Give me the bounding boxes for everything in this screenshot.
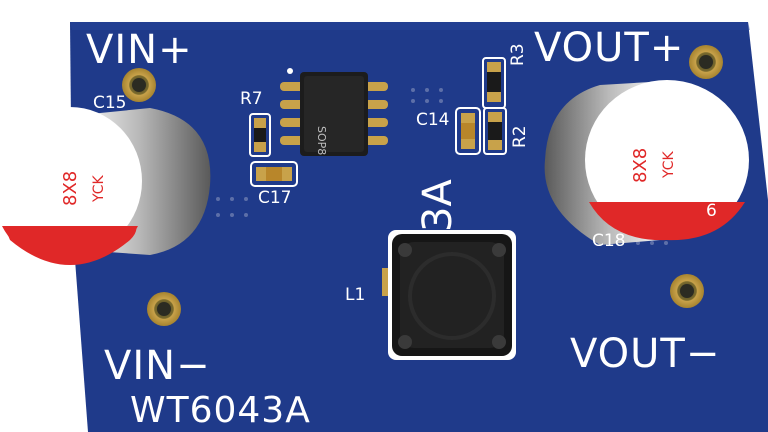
resistor-r7 bbox=[249, 113, 271, 157]
ic-sop8 bbox=[280, 68, 388, 156]
mounting-hole-vout-plus bbox=[689, 45, 723, 79]
c15-brand-label: YCK bbox=[91, 175, 107, 202]
r2-label: R2 bbox=[510, 125, 530, 148]
l1-label: L1 bbox=[345, 285, 366, 305]
c17-label: C17 bbox=[258, 188, 292, 208]
c16-brand-label: YCK bbox=[661, 151, 677, 178]
l1-value-label: 3A bbox=[415, 179, 461, 232]
capacitor-c15-electrolytic bbox=[0, 107, 211, 265]
c14-label: C14 bbox=[416, 110, 450, 130]
mounting-hole-vin-plus bbox=[122, 68, 156, 102]
vout-minus-label: VOUT− bbox=[570, 331, 721, 377]
mounting-hole-vout-minus bbox=[670, 274, 704, 308]
c15-size-label: 8X8 bbox=[60, 170, 81, 206]
c16-label-partial: 6 bbox=[706, 201, 717, 221]
c15-label: C15 bbox=[93, 93, 127, 113]
r7-label: R7 bbox=[240, 89, 263, 109]
c16-size-label: 8X8 bbox=[630, 147, 651, 183]
vias bbox=[216, 88, 668, 245]
capacitor-c16-electrolytic bbox=[544, 80, 749, 245]
ic-package-label: SOP8 bbox=[315, 126, 328, 156]
c18-label: C18 bbox=[592, 231, 626, 251]
mounting-hole-vin-minus bbox=[147, 292, 181, 326]
board-name-label: WT6043A bbox=[130, 390, 311, 431]
inductor-l1 bbox=[382, 230, 516, 360]
vin-plus-label: VIN+ bbox=[86, 27, 193, 73]
capacitor-c14 bbox=[455, 107, 481, 155]
resistor-r3 bbox=[482, 57, 506, 109]
vout-plus-label: VOUT+ bbox=[534, 25, 685, 71]
r3-label: R3 bbox=[508, 43, 528, 66]
capacitor-c17 bbox=[250, 161, 298, 187]
vin-minus-label: VIN− bbox=[104, 343, 211, 389]
